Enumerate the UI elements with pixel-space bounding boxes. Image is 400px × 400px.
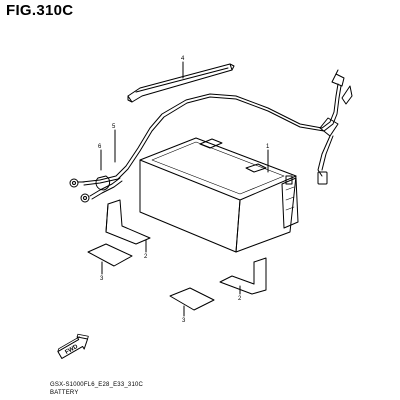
callout-cable-long: 5	[112, 124, 116, 130]
figure-code: GSX-S1000FL6_E28_E33_310C	[50, 382, 144, 388]
callout-cable-short: 6	[98, 144, 102, 150]
callout-sheet-left: 3	[100, 276, 104, 282]
callout-pad-left: 2	[144, 254, 148, 260]
callout-battery: 1	[266, 144, 270, 150]
callout-strap: 4	[181, 56, 185, 62]
battery-pad-right	[219, 257, 267, 295]
forward-arrow-icon: FWD	[57, 333, 89, 359]
battery-strap	[127, 63, 235, 103]
figure-name: BATTERY	[50, 390, 79, 396]
battery-cable-long	[81, 69, 353, 186]
battery-sheet-left	[87, 243, 133, 267]
figure-title: FIG.310C	[6, 2, 74, 19]
callout-pad-right: 2	[238, 296, 242, 302]
battery-sheet-lower	[169, 287, 215, 311]
battery-cable-short	[80, 175, 123, 203]
callout-sheet-lower: 3	[182, 318, 186, 324]
battery-pad-left	[105, 199, 151, 245]
ring-terminal-left	[69, 178, 85, 188]
battery-body	[139, 137, 299, 253]
